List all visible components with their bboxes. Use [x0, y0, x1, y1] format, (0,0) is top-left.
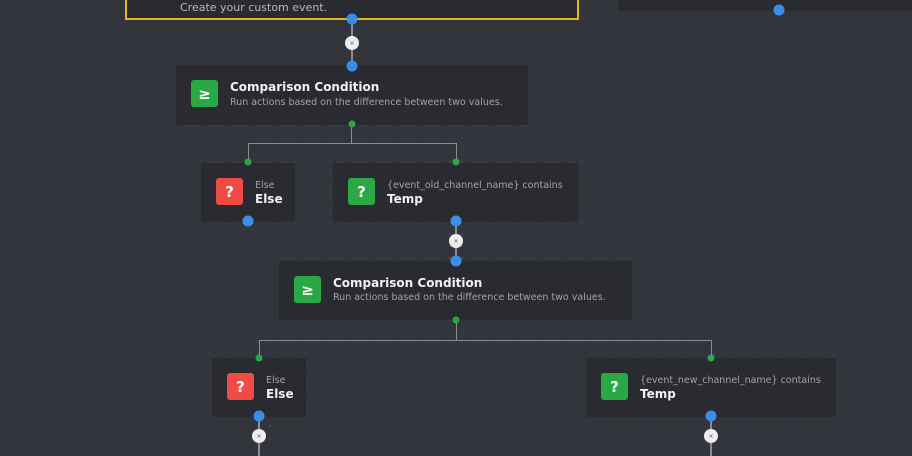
node-subtitle: Run actions based on the difference betw… — [230, 97, 503, 108]
output-handle[interactable] — [253, 410, 265, 422]
comparison-condition-node[interactable]: ≥ Comparison Condition Run actions based… — [176, 65, 528, 125]
condition-option-node[interactable]: ? {event_new_channel_name} contains Temp — [586, 358, 836, 417]
node-title: Comparison Condition — [333, 276, 483, 290]
remove-connection-icon[interactable]: × — [704, 429, 718, 443]
connector — [248, 143, 249, 162]
node-title: Else — [255, 192, 283, 206]
node-label: {event_old_channel_name} contains — [387, 180, 563, 191]
node-subtitle: Run actions based on the difference betw… — [333, 292, 606, 303]
connector — [351, 124, 352, 143]
node-title: Temp — [640, 387, 676, 401]
output-handle[interactable] — [242, 215, 254, 227]
input-handle[interactable] — [450, 255, 462, 267]
else-node[interactable]: ? Else Else — [212, 358, 306, 417]
node-title: Else — [266, 387, 294, 401]
connector — [456, 143, 457, 162]
option-handle[interactable] — [348, 120, 356, 128]
comparison-condition-node[interactable]: ≥ Comparison Condition Run actions based… — [279, 261, 632, 320]
node-title: Comparison Condition — [230, 80, 380, 94]
option-handle[interactable] — [244, 158, 252, 166]
question-icon: ? — [216, 178, 243, 205]
else-node[interactable]: ? Else Else — [201, 163, 295, 222]
output-handle[interactable] — [450, 215, 462, 227]
question-icon: ? — [601, 373, 628, 400]
remove-connection-icon[interactable]: × — [449, 234, 463, 248]
node-label: Else — [266, 375, 286, 386]
option-handle[interactable] — [452, 158, 460, 166]
node-title: Temp — [387, 192, 423, 206]
output-handle[interactable] — [773, 4, 785, 16]
node-label: {event_new_channel_name} contains — [640, 375, 821, 386]
input-handle[interactable] — [346, 60, 358, 72]
node-label: Else — [255, 180, 275, 191]
remove-connection-icon[interactable]: × — [252, 429, 266, 443]
connector — [711, 340, 712, 358]
option-handle[interactable] — [255, 354, 263, 362]
connector — [259, 340, 260, 358]
comparison-icon: ≥ — [294, 276, 321, 303]
output-handle[interactable] — [346, 13, 358, 25]
connector — [248, 143, 456, 144]
question-icon: ? — [227, 373, 254, 400]
comparison-icon: ≥ — [191, 80, 218, 107]
question-icon: ? — [348, 178, 375, 205]
remove-connection-icon[interactable]: × — [345, 36, 359, 50]
trigger-subtitle: Create your custom event. — [180, 1, 328, 14]
connector — [259, 340, 711, 341]
side-node[interactable] — [618, 0, 912, 11]
option-handle[interactable] — [707, 354, 715, 362]
option-handle[interactable] — [452, 316, 460, 324]
output-handle[interactable] — [705, 410, 717, 422]
connector — [456, 320, 457, 340]
condition-option-node[interactable]: ? {event_old_channel_name} contains Temp — [333, 163, 578, 222]
